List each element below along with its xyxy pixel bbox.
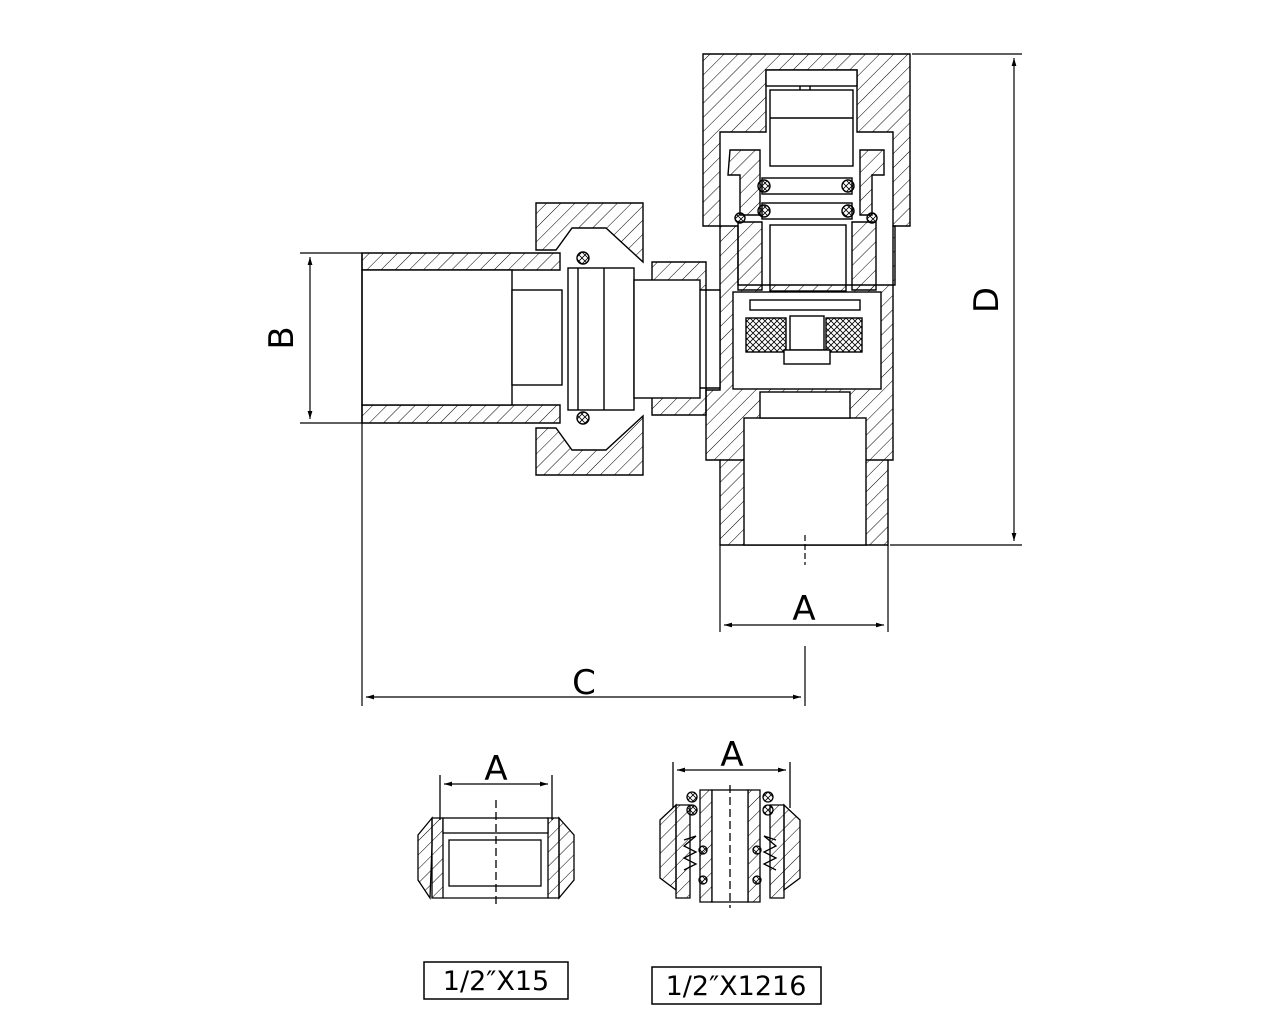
bonnet bbox=[737, 221, 877, 292]
valve-cap bbox=[702, 53, 911, 227]
dimension-d-label: D bbox=[967, 287, 1007, 313]
detail-1-spec-box bbox=[423, 961, 569, 1000]
dimension-a-label: A bbox=[792, 589, 815, 629]
detail-1-spec-label: 1/2″X15 bbox=[443, 966, 549, 997]
detail-2-spec-label: 1/2″X1216 bbox=[666, 971, 807, 1002]
dimension-b-label: B bbox=[262, 326, 302, 349]
seat-washer bbox=[745, 299, 863, 365]
tailpiece bbox=[361, 251, 701, 425]
detail-1-dimension-label: A bbox=[484, 749, 507, 789]
detail-2-spec-box bbox=[651, 966, 822, 1005]
dimension-c-label: C bbox=[572, 663, 596, 703]
stem-o-rings bbox=[734, 177, 878, 224]
union-nut bbox=[535, 202, 644, 476]
valve-cross-section bbox=[361, 53, 911, 546]
detail-fitting-1 bbox=[417, 775, 575, 905]
dimension-lines bbox=[300, 53, 1022, 706]
detail-fitting-2 bbox=[659, 762, 801, 908]
detail-2-dimension-label: A bbox=[720, 735, 743, 775]
